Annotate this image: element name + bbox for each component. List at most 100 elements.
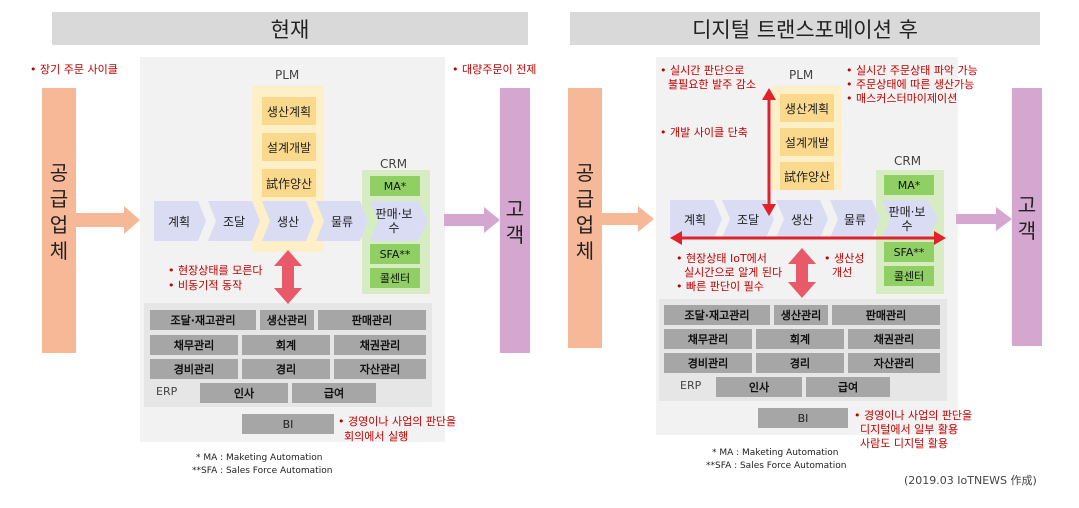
note-bi-right-3: 사람도 디지털 활용: [860, 437, 948, 450]
erp-accounting-right: 회계: [756, 329, 844, 349]
red-arrowhead-left: [670, 231, 682, 245]
plm-label-right: PLM: [789, 68, 814, 82]
note-productivity-1: • 생산성: [824, 252, 865, 265]
supplier-bar-right: [568, 88, 602, 348]
erp-payroll-right: 급여: [806, 377, 890, 397]
erp-expense-right: 경비관리: [664, 353, 752, 373]
erp-procurement-inventory-left: 조달·재고관리: [150, 310, 256, 330]
crm-item-sfa-right: SFA**: [884, 242, 934, 262]
crm-item-ma-left: MA*: [370, 176, 420, 196]
erp-payroll-left: 급여: [292, 383, 376, 403]
bi-box-right: BI: [758, 408, 848, 428]
after-dx-header: 디지털 트랜스포메이션 후: [570, 12, 1040, 45]
erp-production-mgmt-right: 생산관리: [774, 305, 828, 325]
note-bulk-order: • 대량주문이 전제: [452, 63, 537, 76]
plm-label-left: PLM: [275, 68, 300, 82]
crm-label-left: CRM: [380, 157, 408, 171]
note-unknown-field-state: • 현장상태를 모른다: [168, 264, 263, 277]
note-iot-state-1: • 현장상태 IoT에서: [676, 252, 767, 265]
note-mass-customization: • 매스커스터마이제이션: [846, 92, 958, 105]
erp-production-mgmt-left: 생산관리: [260, 310, 314, 330]
erp-hr-right: 인사: [716, 377, 802, 397]
flow-plan-right: 계획: [683, 212, 707, 227]
note-bi-right-2: 디지털에서 일부 활용: [860, 423, 959, 436]
erp-payables-right: 채무관리: [664, 329, 752, 349]
note-bi-right-1: • 경영이나 사업의 판단을: [854, 409, 973, 422]
customer-bar-right: [1012, 88, 1042, 346]
credit-text: (2019.03 IoTNEWS 作成): [904, 474, 1037, 487]
flow-produce-right: 생산: [790, 212, 814, 227]
crm-item-ma-right: MA*: [884, 175, 934, 195]
supplier-label-right: 공급업체: [575, 161, 595, 263]
flow-plan-left: 계획: [167, 214, 191, 229]
plm-item-prototype-left: 試作양산: [262, 169, 316, 197]
chevron-logistics-right: [830, 200, 880, 238]
note-fast-decision: • 빠른 판단이 필수: [676, 280, 764, 293]
note-dev-cycle: • 개발 사이클 단축: [660, 126, 748, 139]
plm-item-production-plan-left: 생산계획: [262, 97, 316, 125]
plm-item-prototype-right: 試作양산: [780, 162, 834, 190]
red-arrowhead-right: [934, 231, 946, 245]
note-iot-state-2: 실시간으로 알게 된다: [684, 266, 783, 279]
erp-sales-mgmt-left: 판매관리: [318, 310, 426, 330]
crm-item-sfa-left: SFA**: [370, 244, 420, 264]
footnote-ma-left: * MA : Maketing Automation: [196, 453, 323, 463]
supplier-label-left: 공급업체: [49, 161, 69, 263]
chevron-plan-right: [670, 200, 722, 238]
arrow-flow-to-customer-left: [444, 207, 500, 233]
plm-item-design-left: 설계개발: [262, 133, 316, 161]
footnote-sfa-right: **SFA : Sales Force Automation: [706, 461, 847, 471]
chevron-logistics-left: [316, 201, 368, 241]
customer-label-left: 고객: [505, 197, 525, 247]
erp-bookkeeping-left: 경리: [242, 359, 330, 379]
footnote-ma-right: * MA : Maketing Automation: [712, 448, 839, 458]
note-async-operation: • 비동기적 동작: [168, 279, 243, 292]
chevron-sales-left: [370, 201, 428, 241]
crm-item-callcenter-right: 콜센터: [884, 266, 934, 286]
flow-procure-right: 조달: [736, 212, 760, 227]
erp-receivables-left: 채권관리: [334, 335, 426, 355]
plm-item-design-right: 설계개발: [780, 128, 834, 156]
flow-sales-left: 판매·보수: [375, 207, 413, 235]
red-arrowhead-down: [762, 204, 776, 216]
chevron-produce-left: [262, 201, 314, 241]
crm-label-right: CRM: [894, 154, 922, 168]
erp-assets-left: 자산관리: [334, 359, 426, 379]
erp-bookkeeping-right: 경리: [756, 353, 844, 373]
note-realtime-judgement-1: • 실시간 판단으로: [660, 64, 745, 77]
arrow-supplier-to-flow-left: [76, 206, 140, 234]
red-arrowhead-up: [762, 88, 776, 100]
bi-box-left: BI: [242, 414, 334, 434]
crm-item-callcenter-left: 콜센터: [370, 268, 420, 288]
customer-bar-left: [500, 88, 530, 353]
after-dx-title: 디지털 트랜스포메이션 후: [692, 17, 918, 42]
chevron-procure-right: [722, 200, 774, 238]
note-order-based-production: • 주문상태에 따른 생산가능: [846, 78, 975, 91]
current-header: 현재: [52, 12, 528, 45]
erp-label-left: ERP: [156, 385, 178, 398]
plm-item-production-plan-right: 생산계획: [780, 94, 834, 122]
flow-produce-left: 생산: [276, 214, 300, 229]
chevron-sales-right: [882, 200, 938, 238]
note-realtime-judgement-2: 불필요한 발주 감소: [668, 78, 756, 91]
note-bi-left-2: 회의에서 실행: [344, 430, 409, 443]
erp-label-right: ERP: [680, 379, 702, 392]
erp-accounting-left: 회계: [242, 335, 330, 355]
flow-logistics-left: 물류: [330, 214, 354, 229]
double-arrow-erp-left: [274, 250, 302, 304]
erp-payables-left: 채무관리: [150, 335, 238, 355]
erp-hr-left: 인사: [200, 383, 288, 403]
erp-sales-mgmt-right: 판매관리: [832, 305, 940, 325]
note-realtime-order-status: • 실시간 주문상태 파악 가능: [846, 64, 978, 77]
erp-receivables-right: 채권관리: [848, 329, 940, 349]
current-title: 현재: [270, 17, 310, 42]
erp-expense-left: 경비관리: [150, 359, 238, 379]
note-bi-left-1: • 경영이나 사업의 판단을: [338, 415, 457, 428]
chevron-procure-left: [208, 201, 260, 241]
chevron-plan-left: [154, 201, 206, 241]
arrow-flow-to-customer-right: [956, 207, 1012, 231]
chevron-produce-right: [776, 200, 828, 238]
note-long-cycle: • 장기 주문 사이클: [30, 63, 118, 76]
flow-logistics-right: 물류: [843, 212, 867, 227]
